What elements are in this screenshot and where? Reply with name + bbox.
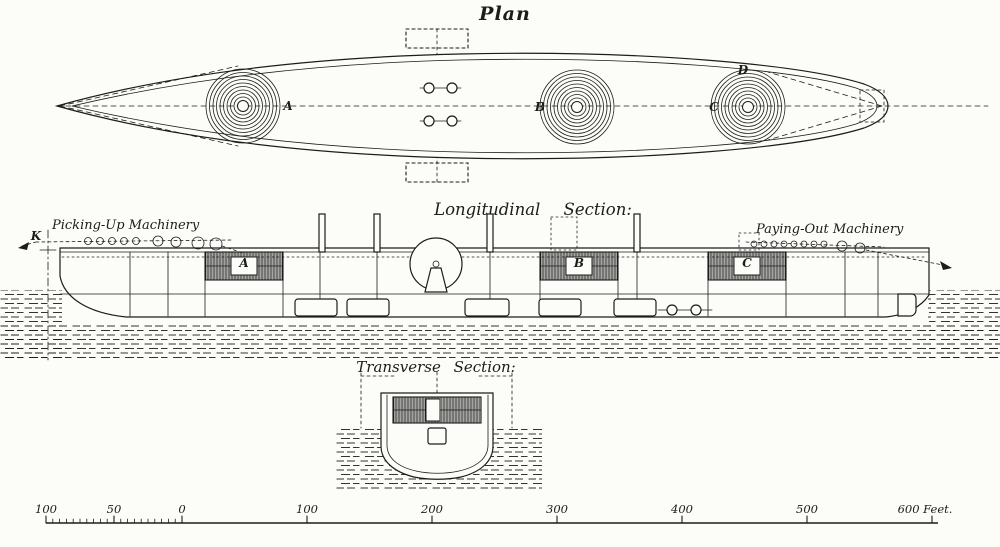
- plan-stern-diagonals: [767, 71, 883, 141]
- scale-major-ticks: [45, 515, 933, 524]
- longitudinal-title: Longitudinal Section:: [433, 200, 632, 219]
- plan-label-b: B: [534, 100, 545, 114]
- longitudinal-section: Longitudinal Section: Picking-Up Machine…: [0, 200, 1000, 361]
- scale-tick-label: 500: [796, 502, 818, 516]
- plan-capstans: [419, 82, 462, 127]
- propeller-shaft: [657, 304, 713, 316]
- transverse-title: Transverse Section:: [356, 358, 515, 376]
- transverse-section: Transverse Section:: [336, 358, 542, 490]
- paying-out-machinery: [745, 240, 952, 270]
- plan-view: Plan A B C D: [54, 3, 989, 183]
- bottom-boxes: [294, 298, 657, 317]
- long-dotted-box-b: [550, 216, 578, 251]
- transverse-cable-tank: [392, 396, 482, 445]
- masts: [318, 213, 641, 253]
- paying-out-machinery-label: Paying-Out Machinery: [755, 222, 904, 237]
- left-mark-label: K: [30, 229, 42, 243]
- water-hatching: [0, 290, 1000, 358]
- transverse-dotted-guides: [360, 371, 513, 429]
- scale-tick-label: 300: [546, 502, 568, 516]
- scale-tick-label: 0: [178, 502, 185, 516]
- scale-tick-label: 600 Feet.: [898, 502, 953, 516]
- rudder: [897, 293, 917, 317]
- engine-gallows: [409, 237, 463, 293]
- scale-minor-ticks: [52, 518, 176, 524]
- plan-label-a: A: [282, 99, 292, 113]
- scale-tick-label: 50: [107, 502, 122, 516]
- scale-tick-label: 200: [420, 502, 443, 516]
- plan-title: Plan: [478, 3, 531, 25]
- picking-up-machinery: [18, 229, 244, 361]
- plan-bow-diagonals: [59, 65, 239, 147]
- long-label-a: A: [238, 256, 248, 270]
- scale-tick-label: 400: [670, 502, 693, 516]
- picking-up-machinery-label: Picking-Up Machinery: [51, 218, 200, 233]
- long-dotted-box-c: [738, 232, 760, 251]
- scale-tick-label: 100: [296, 502, 318, 516]
- transverse-hull-inner: [386, 394, 489, 474]
- plan-label-c: C: [709, 100, 719, 114]
- scale-tick-label: 100: [35, 502, 57, 516]
- plan-stern-dotted-box: [859, 89, 885, 123]
- scale-bar: 100 50 0 100 200 300 400 500 600 Feet.: [35, 502, 953, 524]
- long-bulkheads: [129, 251, 879, 317]
- long-label-c: C: [742, 256, 752, 270]
- plan-label-d: D: [737, 63, 749, 77]
- long-label-b: B: [573, 256, 584, 270]
